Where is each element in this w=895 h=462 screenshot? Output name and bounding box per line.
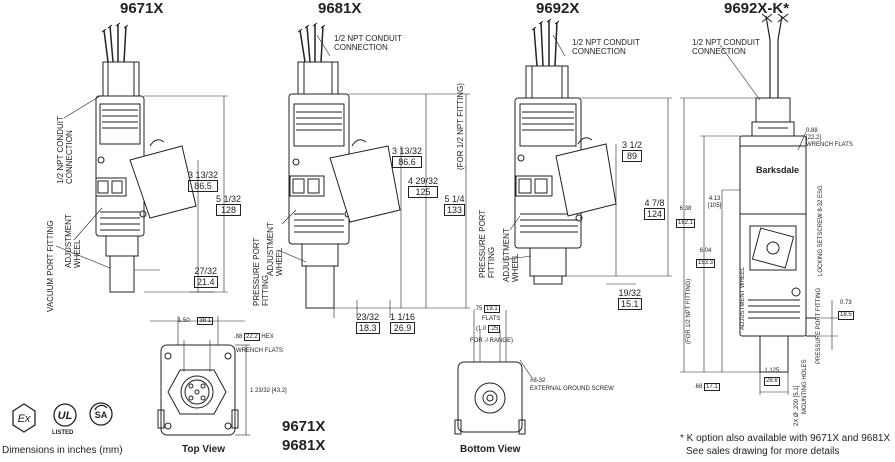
dim-bottom-832: #8-32 — [530, 378, 546, 384]
csa-icon: SA — [89, 402, 113, 426]
dim-bottom-75: .75 19.1 — [474, 305, 500, 313]
label-bottom-for-range: FOR -/ RANGE) — [470, 338, 513, 344]
dim-k-088: 0.88[22.2]WRENCH FLATS — [806, 128, 853, 148]
switch-9681x-drawing — [277, 22, 470, 318]
label-bottom-flats: FLATS — [482, 316, 501, 322]
listed-label: LISTED — [52, 430, 74, 436]
label-adjustment-wheel-k: ADJUSTMENT WHEEL — [740, 266, 746, 330]
label-locking-setscrew: LOCKING SETSCREW 8-32 ESG — [818, 185, 824, 276]
label-for-npt-9681x: (FOR 1/2 NPT FITTING) — [456, 83, 465, 170]
label-top-wrench-flats: WRENCH FLATS — [236, 348, 283, 354]
model-title-9692x-k: 9692X-K* — [724, 0, 790, 17]
dim-k-68: .68 17.1 — [694, 383, 720, 391]
ex-icon: Ex — [12, 403, 36, 433]
dim-top-88: .88 22.2 HEX — [234, 333, 274, 341]
label-brand-k: Barksdale — [756, 165, 800, 175]
model-title-9671x: 9671X — [120, 0, 164, 17]
model-title-9681x: 9681X — [318, 0, 362, 17]
top-view-model-9671x: 9671X — [282, 418, 326, 435]
switch-9692x-drawing — [501, 18, 672, 285]
switch-9692x-k-drawing — [680, 13, 838, 395]
k-option-note: * K option also available with 9671X and… — [680, 433, 891, 457]
label-ground-screw: EXTERNAL GROUND SCREW — [530, 386, 614, 392]
svg-text:SA: SA — [95, 410, 108, 420]
dim-bottom-10: (1.0 .25 — [476, 325, 501, 333]
label-for-npt-k: (FOR 1/2 NPT FITTING) — [686, 278, 692, 344]
svg-text:Ex: Ex — [18, 413, 31, 425]
dim-k-413: 4.13[105] — [708, 196, 722, 209]
dim-top-150: 1.50 38.1 — [178, 317, 214, 325]
top-view-drawing — [150, 316, 250, 436]
top-view-title: Top View — [182, 444, 225, 455]
dimensions-note: Dimensions in inches (mm) — [2, 445, 123, 456]
label-mounting-holes: MOUNTING HOLES — [802, 359, 808, 414]
model-title-9692x: 9692X — [536, 0, 580, 17]
svg-text:UL: UL — [58, 410, 73, 422]
bottom-view-title: Bottom View — [460, 444, 521, 455]
label-vacuum-port: VACUUM PORT FITTING — [46, 220, 55, 312]
label-k-holes: 2X Ø .200 [5.1] — [794, 385, 800, 426]
switch-9671x-drawing — [55, 22, 228, 293]
top-view-model-9681x: 9681X — [282, 437, 326, 454]
label-pressure-port-k: PRESSURE PORT FITTING — [816, 287, 822, 364]
dim-top-123: 1 23/32 [43.2] — [250, 388, 287, 394]
ul-listed-icon: UL — [53, 403, 77, 427]
bottom-view-drawing — [454, 310, 533, 435]
